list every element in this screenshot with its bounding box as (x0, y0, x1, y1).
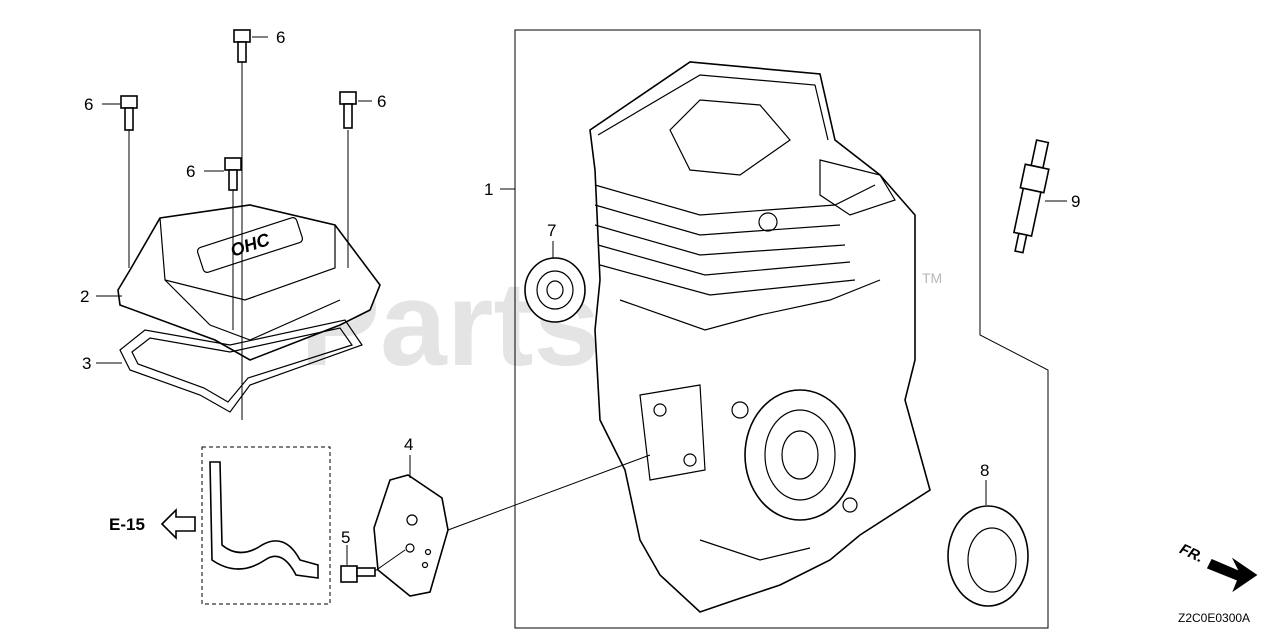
callout-4: 4 (404, 435, 413, 454)
callout-6-top: 6 (276, 28, 285, 47)
head-cover-gasket[interactable] (119, 319, 363, 413)
reference-label: E-15 (109, 515, 145, 534)
leader-4-block (447, 454, 651, 531)
breather-plate[interactable] (373, 474, 449, 597)
spark-plug-icon[interactable] (1007, 139, 1054, 255)
head-cover-gasket-inner (131, 327, 353, 403)
bolt-6-center[interactable] (224, 157, 242, 330)
callout-6-center: 6 (186, 162, 195, 181)
oil-seal[interactable] (947, 505, 1029, 607)
callout-2: 2 (80, 287, 89, 306)
callout-1: 1 (484, 180, 493, 199)
plate-hole (421, 561, 429, 569)
callout-7: 7 (547, 221, 556, 240)
arrow-front-icon (1206, 557, 1258, 593)
callout-6-left: 6 (84, 95, 93, 114)
callout-3: 3 (82, 354, 91, 373)
callout-9: 9 (1071, 192, 1080, 211)
assembly-frame (514, 29, 1049, 629)
orientation-label: FR. (1177, 541, 1206, 567)
bolt-6-left[interactable] (120, 95, 138, 268)
bearing[interactable] (524, 257, 586, 323)
plate-hole (424, 548, 432, 556)
callout-5: 5 (341, 528, 350, 547)
breather-tube-box (201, 446, 331, 605)
breather-tube[interactable] (209, 461, 319, 579)
bolt-6-right[interactable] (339, 91, 357, 268)
plate-hole (406, 514, 418, 526)
callout-8: 8 (980, 461, 989, 480)
callout-6-right: 6 (377, 92, 386, 111)
bolt-6-top[interactable] (233, 29, 251, 420)
watermark-trademark: TM (922, 270, 942, 286)
bolt-5[interactable] (340, 549, 406, 583)
arrow-left-icon (160, 508, 196, 540)
plate-hole (405, 543, 415, 553)
head-cover[interactable]: OHC (117, 204, 381, 361)
diagram-code: Z2C0E0300A (1178, 611, 1250, 625)
cylinder-block[interactable] (589, 61, 931, 613)
